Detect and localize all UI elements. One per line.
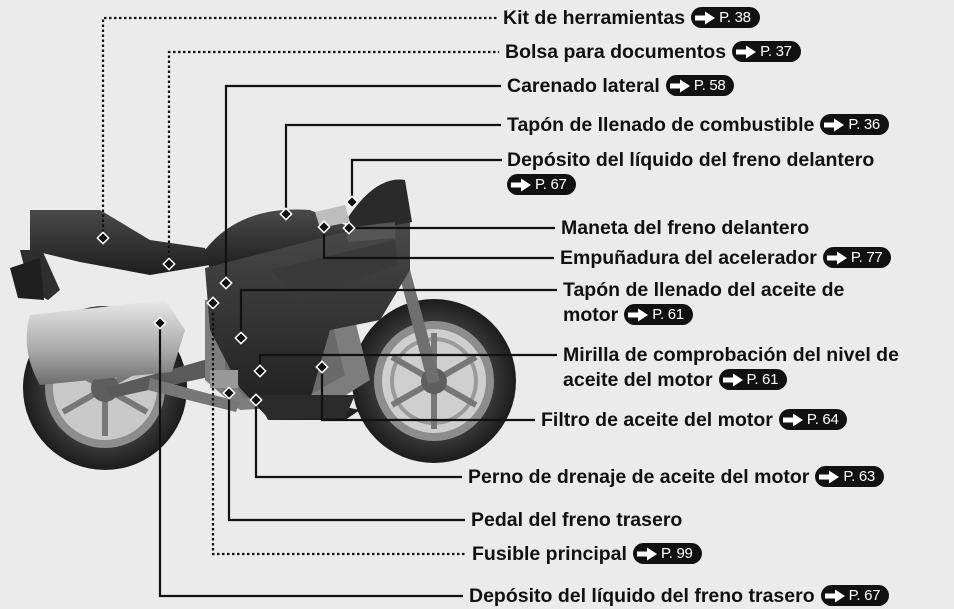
marker-filtro: [315, 360, 329, 374]
page-ref-badge[interactable]: P. 67: [507, 174, 576, 196]
leader-line-deposito-delantero: [350, 158, 502, 201]
label-text-line1: Mirilla de comprobación del nivel de: [563, 344, 899, 366]
label-text: Perno de drenaje de aceite del motor: [468, 466, 810, 488]
page-ref-text: P. 61: [746, 371, 779, 389]
page-ref-badge[interactable]: P. 37: [732, 41, 801, 62]
leader-line-deposito-trasero: [158, 323, 463, 598]
page-ref-badge[interactable]: P. 58: [665, 75, 735, 96]
arrow-right-icon: [824, 589, 846, 603]
page-ref-badge[interactable]: P. 77: [822, 247, 892, 268]
label-maneta-freno: Maneta del freno delantero: [561, 216, 809, 241]
label-kit-herramientas: Kit de herramientas P. 38: [503, 6, 760, 31]
label-text: Bolsa para documentos: [505, 41, 727, 63]
marker-empunadura: [317, 220, 331, 234]
marker-carenado: [219, 276, 233, 290]
marker-kit: [96, 231, 110, 245]
leader-line-bolsa: [167, 50, 499, 263]
page-ref-text: P. 36: [848, 116, 880, 133]
marker-pedal: [222, 386, 236, 400]
page-ref-text: P. 58: [693, 77, 726, 94]
leader-line-fusible: [211, 303, 466, 556]
leader-line-filtro: [320, 368, 535, 422]
leader-lines: [101, 16, 557, 598]
label-bolsa-documentos: Bolsa para documentos P. 37: [505, 40, 801, 65]
label-text-line1: Tapón de llenado del aceite de: [563, 279, 845, 301]
arrow-right-icon: [823, 118, 845, 132]
label-carenado-lateral: Carenado lateral P. 58: [507, 74, 735, 99]
leader-line-carenado: [224, 84, 501, 282]
leader-line-empunadura: [322, 228, 554, 260]
leader-line-tapon-combustible: [284, 123, 501, 213]
leader-line-tapon-aceite: [239, 288, 557, 337]
point-markers: [96, 195, 359, 407]
arrow-right-icon: [694, 11, 716, 25]
page-ref-badge[interactable]: P. 67: [820, 585, 890, 606]
arrow-right-icon: [627, 308, 649, 322]
marker-tapon-combustible: [279, 207, 293, 221]
label-filtro-aceite: Filtro de aceite del motor P. 64: [541, 408, 848, 433]
label-text: Kit de herramientas: [503, 7, 686, 29]
label-mirilla-nivel-aceite: Mirilla de comprobación del nivel de ace…: [563, 343, 948, 393]
arrow-right-icon: [636, 547, 658, 561]
label-tapon-aceite-motor: Tapón de llenado del aceite de motor P. 6…: [563, 278, 948, 328]
marker-bolsa: [162, 257, 176, 271]
label-pedal-freno-trasero: Pedal del freno trasero: [471, 508, 682, 533]
page-ref-badge[interactable]: P. 64: [778, 409, 848, 430]
page-ref-text: P. 61: [652, 306, 684, 324]
page-ref-badge[interactable]: P. 63: [815, 466, 884, 487]
page-ref-text: P. 38: [719, 9, 751, 26]
label-fusible-principal: Fusible principal P. 99: [472, 542, 702, 567]
label-deposito-freno-trasero: Depósito del líquido del freno trasero P…: [469, 584, 890, 609]
marker-deposito-delantero: [345, 195, 359, 209]
label-text: Pedal del freno trasero: [471, 509, 683, 531]
arrow-right-icon: [510, 178, 532, 192]
page-ref-badge[interactable]: P. 61: [624, 304, 693, 326]
label-text: Depósito del líquido del freno trasero: [469, 585, 815, 607]
page-ref-text: P. 67: [848, 587, 881, 604]
page-ref-badge[interactable]: P. 36: [820, 114, 889, 135]
page-ref-text: P. 63: [843, 468, 875, 485]
marker-tapon-aceite: [234, 331, 248, 345]
page-ref-text: P. 67: [535, 176, 567, 194]
label-text: Tapón de llenado de combustible: [507, 114, 815, 136]
label-empunadura-acelerador: Empuñadura del acelerador P. 77: [560, 246, 892, 271]
page-ref-text: P. 77: [850, 249, 883, 266]
motorcycle-illustration: [10, 179, 516, 470]
label-tapon-combustible: Tapón de llenado de combustible P. 36: [507, 113, 889, 138]
page-ref-text: P. 99: [660, 545, 693, 562]
label-perno-drenaje: Perno de drenaje de aceite del motor P. …: [468, 465, 884, 490]
label-text-line2: motor: [563, 304, 619, 326]
marker-deposito-trasero: [153, 316, 167, 330]
label-deposito-freno-delantero: Depósito del líquido del freno delantero…: [507, 148, 947, 198]
page-ref-text: P. 64: [806, 411, 839, 428]
label-text: Fusible principal: [472, 543, 627, 565]
arrow-right-icon: [782, 413, 804, 427]
arrow-right-icon: [826, 251, 848, 265]
marker-fusible: [206, 296, 220, 310]
marker-maneta: [342, 221, 356, 235]
leader-line-perno: [254, 400, 462, 479]
leader-line-kit: [101, 16, 497, 237]
label-text: Filtro de aceite del motor: [541, 409, 773, 431]
arrow-right-icon: [669, 79, 691, 93]
label-text-line1: Depósito del líquido del freno delantero: [507, 149, 875, 171]
label-text: Carenado lateral: [507, 75, 660, 97]
page-ref-badge[interactable]: P. 99: [632, 543, 702, 564]
label-text: Maneta del freno delantero: [561, 217, 810, 239]
page-ref-text: P. 37: [760, 43, 792, 60]
marker-perno: [249, 393, 263, 407]
page-ref-badge[interactable]: P. 61: [718, 369, 788, 391]
label-text-line2: aceite del motor: [563, 369, 713, 391]
arrow-right-icon: [722, 373, 744, 387]
arrow-right-icon: [818, 470, 840, 484]
leader-line-pedal: [227, 393, 465, 522]
arrow-right-icon: [735, 45, 757, 59]
marker-mirilla: [253, 364, 267, 378]
label-text: Empuñadura del acelerador: [560, 247, 817, 269]
page-ref-badge[interactable]: P. 38: [691, 7, 760, 28]
